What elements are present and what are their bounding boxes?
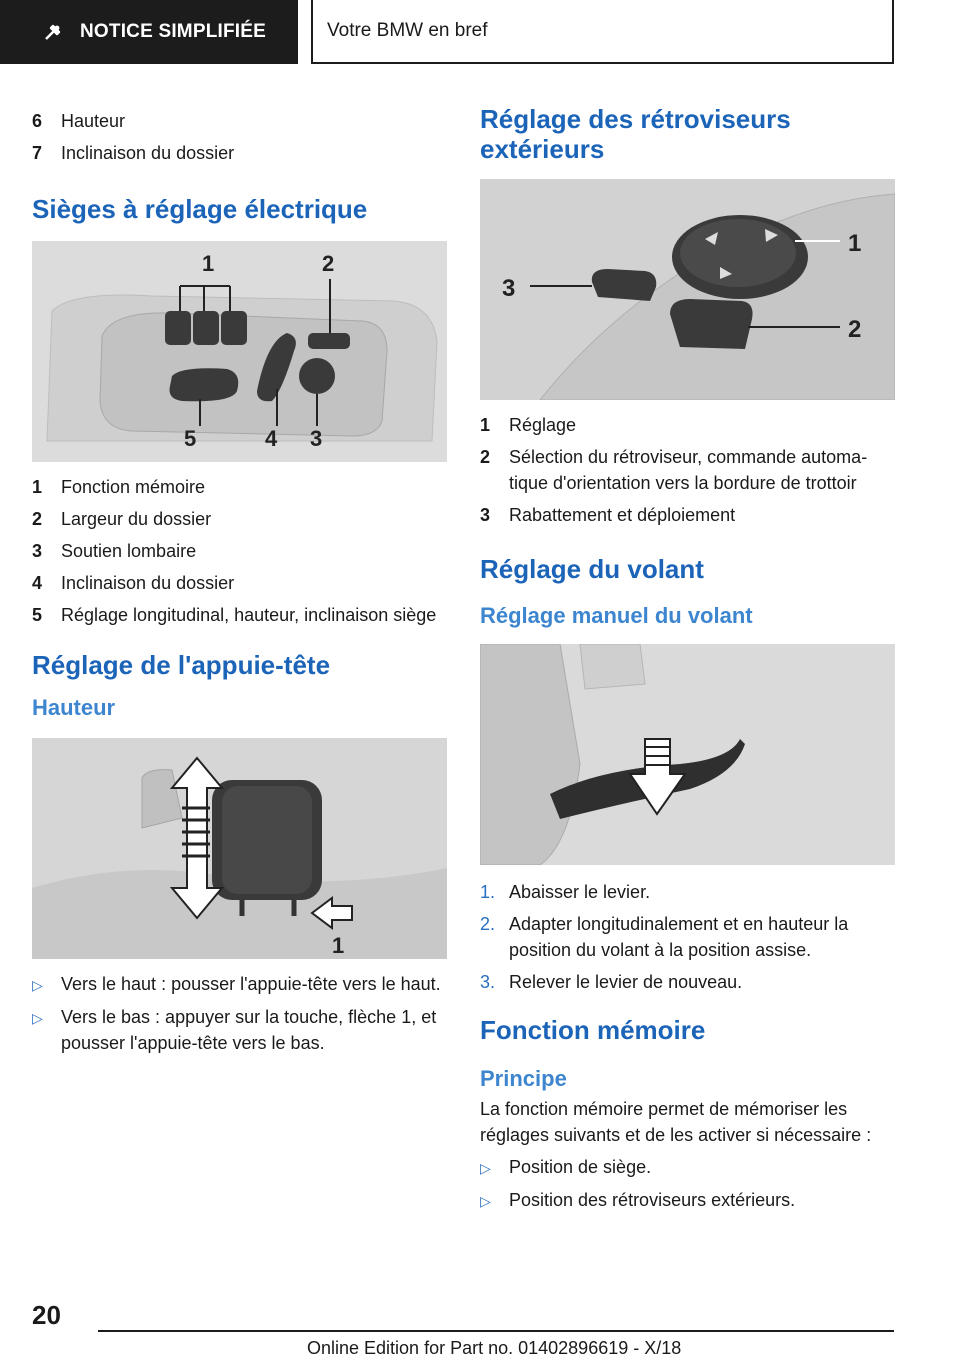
item-text: Largeur du dossier — [61, 509, 212, 530]
step-number: 2. — [480, 913, 496, 934]
item-text: Sélection du rétroviseur, commande autom… — [509, 447, 868, 493]
list-item: 6 Hauteur — [32, 108, 447, 134]
triangle-bullet-icon: ▷ — [480, 1160, 491, 1177]
step-number: 1. — [480, 881, 496, 902]
footer-divider — [98, 1330, 894, 1332]
electric-seat-legend: 1 Fonction mémoire 2 Largeur du dossier … — [32, 474, 447, 628]
item-text: Rabattement et déploiement — [509, 505, 736, 525]
figure-label: 4 — [265, 426, 278, 451]
subheading-height: Hauteur — [32, 695, 116, 721]
memory-paragraph: La fonction mémoire permet de mémoriser … — [480, 1099, 872, 1146]
figure-label: 3 — [310, 426, 322, 451]
wrench-icon — [45, 24, 61, 40]
list-item: ▷ Vers le haut : pousser l'appuie-tête v… — [32, 971, 447, 998]
mirror-legend: 1 Réglage 2 Sélection du rétroviseur, co… — [480, 412, 895, 528]
list-item: 5 Réglage longitudinal, hauteur, inclina… — [32, 602, 447, 628]
item-text: Relever le levier de nouveau. — [509, 971, 743, 992]
mirror-controls-figure: 3 1 2 — [480, 179, 895, 400]
list-item: 4 Inclinaison du dossier — [32, 570, 447, 596]
list-item: 1 Fonction mémoire — [32, 474, 447, 500]
header-tab-quick-guide[interactable]: NOTICE SIMPLIFIÉE — [0, 0, 298, 64]
list-item: 3 Rabattement et déploiement — [480, 502, 895, 528]
list-item: 2. Adapter longitudinalement et en haute… — [480, 911, 895, 963]
item-number: 1 — [32, 477, 43, 498]
list-item: 1. Abaisser le levier. — [480, 879, 895, 905]
triangle-bullet-icon: ▷ — [32, 976, 43, 993]
item-number: 2 — [32, 509, 43, 530]
figure-label: 5 — [184, 426, 196, 451]
triangle-bullet-icon: ▷ — [480, 1193, 491, 1210]
list-item: ▷ Vers le bas : appuyer sur la touche, f… — [32, 1004, 447, 1056]
subheading-manual-steering: Réglage manuel du volant — [480, 603, 753, 629]
list-item: 3. Relever le levier de nouveau. — [480, 969, 895, 995]
item-number: 1 — [480, 415, 491, 435]
steering-steps: 1. Abaisser le levier. 2. Adapter longit… — [480, 879, 895, 995]
item-text: Réglage longitudinal, hauteur, inclinais… — [61, 605, 437, 626]
heading-steering: Réglage du volant — [480, 554, 704, 584]
header-tab-label: NOTICE SIMPLIFIÉE — [80, 21, 267, 42]
item-text: Adapter longitudinalement et en hauteur … — [509, 913, 849, 960]
header-section-title[interactable]: Votre BMW en bref — [311, 0, 894, 64]
page-number: 20 — [32, 1300, 61, 1330]
headrest-figure: 1 — [32, 737, 447, 959]
item-text: Abaisser le levier. — [509, 881, 651, 902]
step-number: 3. — [480, 971, 496, 992]
headrest-bullets: ▷ Vers le haut : pousser l'appuie-tête v… — [32, 971, 447, 1056]
figure-label: 1 — [848, 230, 861, 257]
list-item: 7 Inclinaison du dossier — [32, 140, 447, 166]
list-item: ▷ Position de siège. — [480, 1154, 895, 1181]
memory-bullets: ▷ Position de siège. ▷ Position des rétr… — [480, 1154, 895, 1214]
item-text: Vers le haut : pousser l'appuie-tête ver… — [61, 973, 441, 994]
item-number: 7 — [32, 143, 43, 163]
heading-memory: Fonction mémoire — [480, 1014, 706, 1045]
figure-label: 1 — [332, 933, 344, 958]
item-number: 3 — [480, 505, 491, 525]
list-item: 1 Réglage — [480, 412, 895, 438]
footer-edition: Online Edition for Part no. 01402896619 … — [307, 1338, 682, 1358]
item-text: Inclinaison du dossier — [61, 573, 235, 594]
list-item: ▷ Position des rétroviseurs extérieurs. — [480, 1187, 895, 1214]
heading-electric-seats: Sièges à réglage électrique — [32, 194, 368, 224]
item-text: Position des rétroviseurs extérieurs. — [509, 1190, 796, 1211]
figure-label: 1 — [202, 251, 214, 276]
list-item: 2 Sélection du rétroviseur, commande aut… — [480, 444, 895, 496]
seat-controls-figure: 1 2 5 4 3 — [32, 241, 447, 463]
triangle-bullet-icon: ▷ — [32, 1009, 43, 1026]
steering-lever-figure — [480, 643, 895, 865]
item-text: Soutien lombaire — [61, 541, 197, 562]
item-text: Inclinaison du dossier — [61, 143, 235, 163]
item-text: Position de siège. — [509, 1157, 652, 1178]
heading-headrest: Réglage de l'appuie-tête — [32, 650, 331, 681]
item-text: Réglage — [509, 415, 577, 435]
item-number: 6 — [32, 111, 43, 131]
item-number: 5 — [32, 605, 43, 626]
item-number: 3 — [32, 541, 43, 562]
list-item: 2 Largeur du dossier — [32, 506, 447, 532]
item-text: Vers le bas : appuyer sur la touche, flè… — [61, 1006, 437, 1053]
intro-list: 6 Hauteur 7 Inclinaison du dossier — [32, 108, 447, 166]
right-column: Réglage des rétroviseurs extérieurs 3 1 … — [480, 104, 895, 1220]
item-number: 4 — [32, 573, 43, 594]
figure-label: 2 — [848, 316, 861, 343]
item-number: 2 — [480, 447, 491, 467]
item-text: Fonction mémoire — [61, 477, 206, 498]
heading-mirrors: Réglage des rétroviseurs extérieurs — [480, 104, 791, 164]
figure-label: 3 — [502, 275, 515, 302]
figure-label: 2 — [322, 251, 334, 276]
list-item: 3 Soutien lombaire — [32, 538, 447, 564]
section-title-label: Votre BMW en bref — [327, 20, 488, 41]
subheading-principle: Principe — [480, 1065, 567, 1091]
left-column: 6 Hauteur 7 Inclinaison du dossier Siège… — [32, 108, 447, 1062]
item-text: Hauteur — [61, 111, 126, 131]
